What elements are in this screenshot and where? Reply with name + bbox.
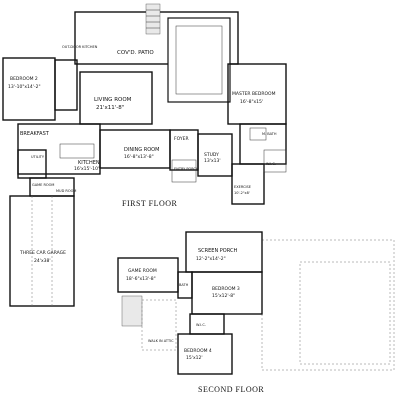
- garage-walls: [9, 195, 75, 307]
- master-label: MASTER BEDROOM: [232, 91, 276, 97]
- bath-label: BATH: [179, 283, 189, 287]
- bedroom4-walls: [177, 333, 233, 375]
- garage-size: 24'x38': [34, 258, 51, 264]
- walk-in-attic-label: WALK IN ATTIC: [148, 339, 174, 343]
- mbath-walls: [239, 123, 287, 165]
- living-room-label: LIVING ROOM: [94, 97, 132, 103]
- living-walls: [79, 71, 153, 125]
- kitchen-island: [59, 143, 95, 159]
- exercise-walls: [231, 163, 265, 205]
- game-room-small-label: GAME ROOM: [32, 183, 54, 187]
- covd-patio-label: COV'D. PATIO: [117, 50, 154, 56]
- bedroom4-label: BEDROOM 4: [184, 348, 212, 354]
- kitchen-label: KITCHEN: [78, 160, 100, 166]
- dining-label: DINING ROOM: [124, 147, 159, 153]
- wic-walls: [263, 149, 287, 173]
- study-label: STUDY: [204, 152, 219, 158]
- utility-label: UTILITY: [31, 155, 45, 159]
- room-labels: COV'D. PATIO OUT-DOOR KITCHEN BEDROOM 2 …: [8, 45, 277, 394]
- game-room-walls: [117, 257, 179, 293]
- pool: [167, 17, 231, 103]
- stair-second: [121, 295, 143, 327]
- foyer-walls: [169, 129, 199, 171]
- bath-walls: [177, 271, 193, 299]
- bedroom2-label: BEDROOM 2: [10, 76, 38, 82]
- wic-label: W.I.C.: [266, 162, 276, 166]
- entry-porch-label: ENTRY PORCH: [174, 167, 199, 171]
- game-room-label: GAME ROOM: [128, 268, 157, 274]
- roof-outline: [261, 239, 395, 371]
- bedroom3-label: BEDROOM 3: [212, 286, 240, 292]
- bedroom3-walls: [191, 271, 263, 315]
- study-size: 13'x13': [204, 158, 221, 164]
- second-floor-title: SECOND FLOOR: [198, 385, 264, 394]
- game-room-size: 18'-6"x13'-8": [126, 276, 156, 282]
- wic-label-2: W.I.C.: [196, 323, 206, 327]
- outdoor-kitchen-label: OUT-DOOR KITCHEN: [62, 45, 98, 49]
- foyer-label: FOYER: [174, 136, 189, 142]
- screen-porch-label: SCREEN PORCH: [198, 248, 237, 254]
- game-mud-walls: [29, 177, 75, 197]
- living-room-size: 21'x11'-8": [96, 105, 124, 111]
- mbath-label: M. BATH: [262, 132, 277, 136]
- first-floor: [2, 3, 287, 307]
- exercise-label: EXERCISE: [234, 185, 251, 189]
- bath-block: [54, 59, 78, 111]
- dining-size: 16'-8"x13'-8": [124, 154, 154, 160]
- breakfast-label: BREAKFAST: [20, 131, 50, 137]
- master-size: 16'-8"x15': [240, 99, 263, 105]
- attic-outline: [141, 299, 177, 351]
- entry-porch-walls: [171, 159, 197, 183]
- garage-label: THREE CAR GARAGE: [19, 250, 66, 256]
- first-floor-title: FIRST FLOOR: [122, 199, 178, 208]
- second-floor: [117, 231, 395, 375]
- bedroom3-size: 15'x12'-8": [212, 293, 235, 299]
- pool-inner: [175, 25, 223, 95]
- tub: [249, 127, 267, 141]
- kitchen-size: 16'x15'-10": [74, 166, 100, 172]
- screen-porch-size: 12'-2"x14'-2": [196, 256, 226, 262]
- stair-top: [145, 3, 161, 35]
- bedroom4-size: 15'x12': [186, 355, 203, 361]
- bedroom2-size: 13'-10"x14'-2": [8, 84, 41, 90]
- exercise-size: 10'-2"x8': [234, 191, 250, 195]
- mud-room-label: MUD ROOM: [56, 189, 76, 193]
- study-walls: [197, 133, 233, 177]
